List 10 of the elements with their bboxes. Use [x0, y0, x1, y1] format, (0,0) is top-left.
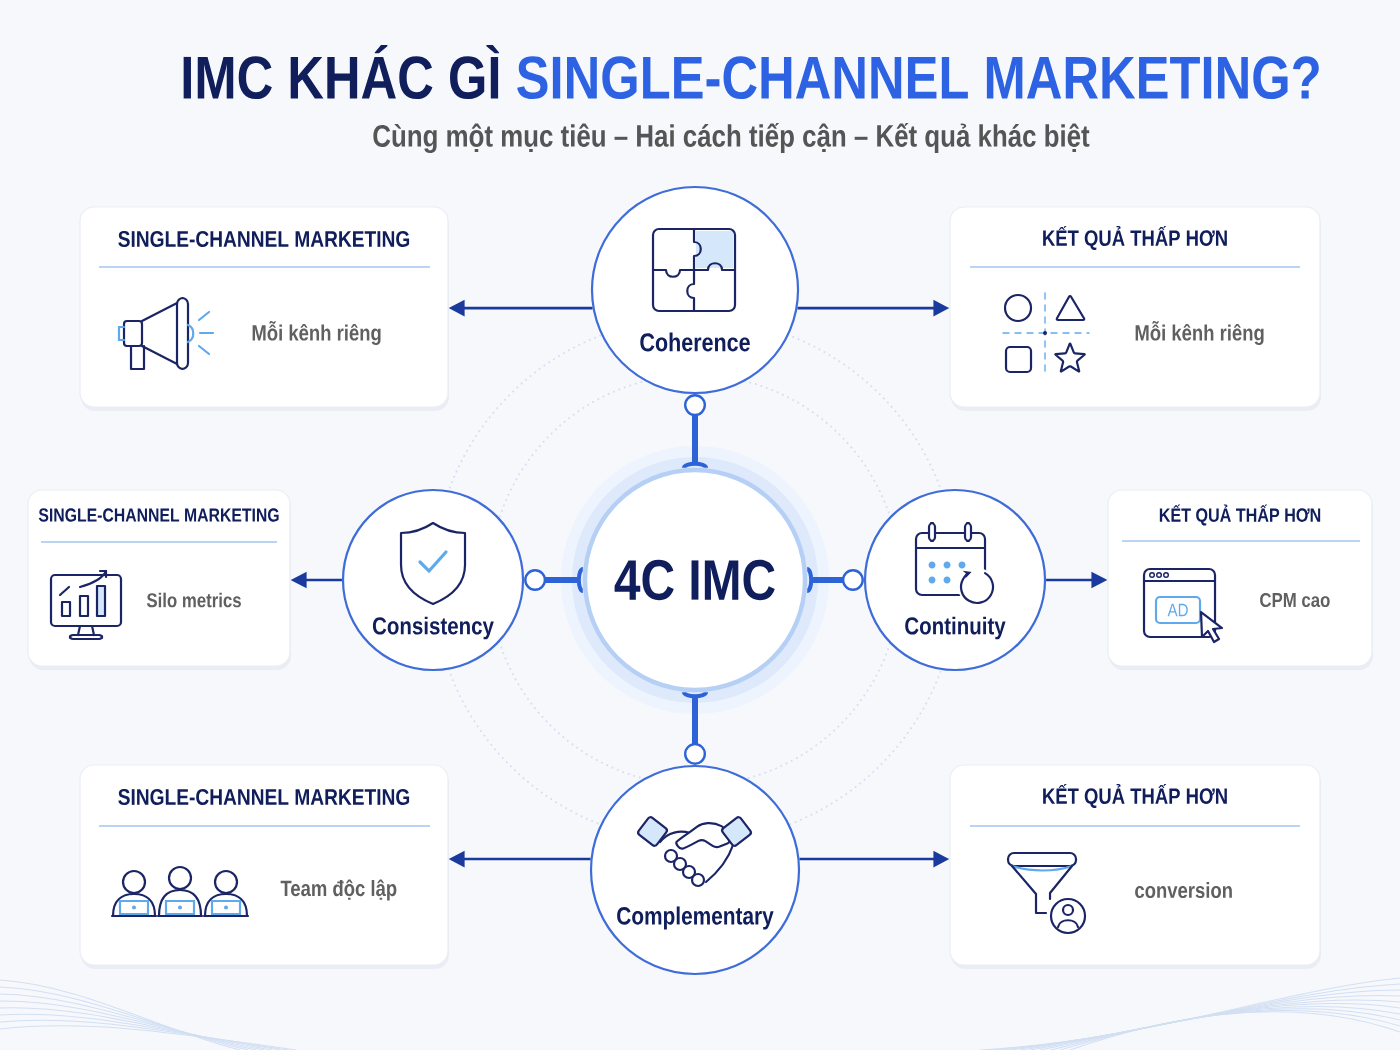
subtitle: Cùng một mục tiêu – Hai cách tiếp cận – Kết quả khác biệt: [373, 122, 1090, 154]
card-heading: KẾT QUẢ THẤP HƠN: [1043, 784, 1227, 809]
card-heading: KẾT QUẢ THẤP HƠN: [1043, 226, 1227, 250]
connector-line: [682, 394, 708, 470]
card-text: conversion: [1135, 881, 1232, 899]
connector-line: [682, 691, 708, 765]
connector-line: [806, 567, 864, 593]
connector-line: [524, 567, 585, 593]
title: IMC KHÁC GÌ SINGLE-CHANNEL MARKETING?: [183, 44, 1319, 100]
card-text: Mỗi kênh riêng: [1135, 320, 1264, 346]
